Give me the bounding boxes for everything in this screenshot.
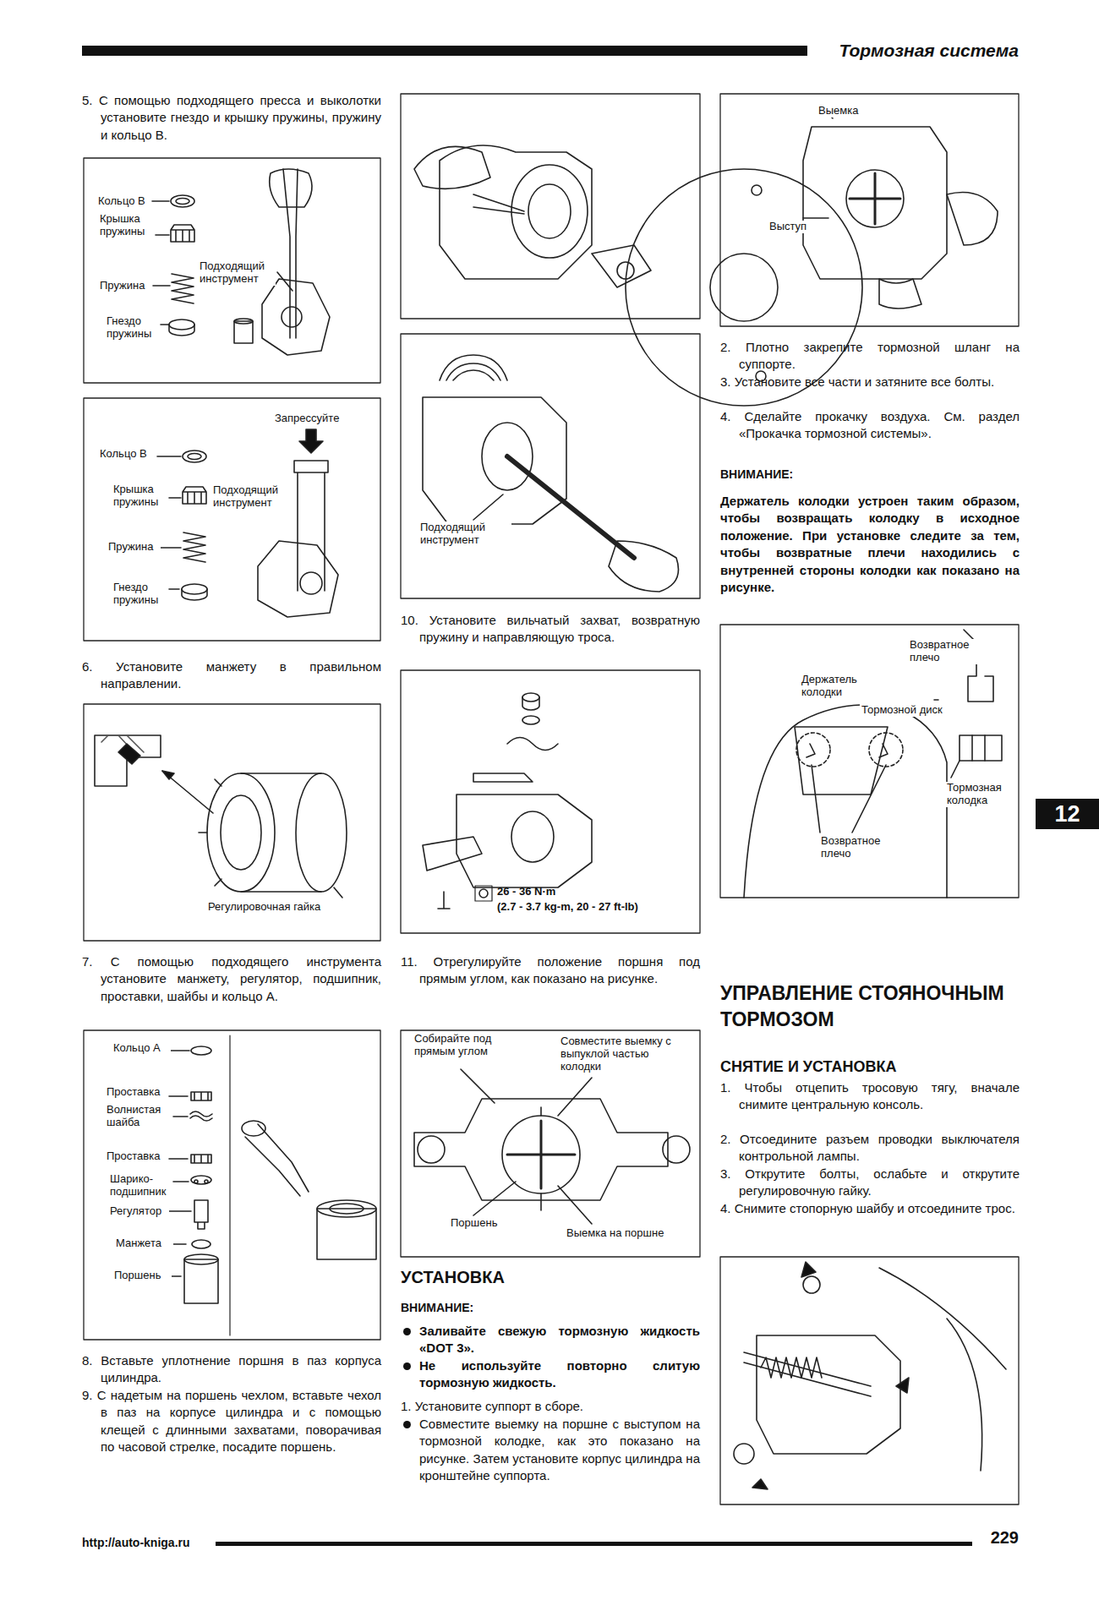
step-text: 2. Плотно закрепите тормозной шланг на с… bbox=[720, 338, 1020, 374]
part-label: Проставка bbox=[104, 1086, 169, 1099]
part-label: Проставка bbox=[104, 1150, 169, 1164]
warning-text: Держатель колодки устроен таким образом,… bbox=[720, 492, 1020, 596]
part-label: Волнистая шайба bbox=[104, 1104, 166, 1130]
part-label: Тормозная колодка bbox=[945, 781, 1017, 808]
section-tab: 12 bbox=[1035, 798, 1099, 830]
step-text: 4. Снимите стопорную шайбу и отсоедините… bbox=[720, 1200, 1020, 1218]
step-text: 1. Установите суппорт в сборе. bbox=[400, 1398, 700, 1416]
part-label: Регулировочная гайка bbox=[206, 901, 350, 914]
step-text: 7. С помощью подходящего инструмента уст… bbox=[82, 953, 382, 1006]
bullet-item: Заливайте свежую тормозную жидкость «DOT… bbox=[400, 1323, 700, 1358]
part-label: Крышка пружины bbox=[98, 213, 153, 239]
part-label: Подходящий инструмент bbox=[197, 260, 276, 286]
part-label: Кольцо A bbox=[111, 1042, 171, 1056]
step-text: 9. С надетым на поршень чехлом, вставьте… bbox=[82, 1387, 382, 1457]
part-label: Выемка на поршне bbox=[564, 1227, 692, 1241]
part-label: Тормозной диск bbox=[859, 704, 970, 717]
part-label: Собирайте под прямым углом bbox=[412, 1033, 514, 1059]
bullet-dot bbox=[403, 1328, 411, 1336]
part-label: Возвратное плечо bbox=[819, 835, 896, 861]
bullet-dot bbox=[403, 1362, 411, 1371]
site-url: http://auto-kniga.ru bbox=[82, 1535, 285, 1552]
torque-value: 26 - 36 N·m bbox=[497, 884, 599, 900]
part-label: Возвратное плечо bbox=[907, 639, 985, 665]
part-label: Совместите выемку с выпуклой частью коло… bbox=[558, 1035, 695, 1074]
part-label: Манжета bbox=[114, 1237, 174, 1251]
bullet-item: Совместите выемку на поршне с выступом н… bbox=[400, 1416, 700, 1486]
step-text: 3. Установите все части и затяните все б… bbox=[720, 373, 1020, 391]
step-text: 2. Отсоедините разъем проводки выключате… bbox=[720, 1131, 1020, 1166]
part-label: Подходящий инструмент bbox=[418, 521, 512, 547]
step-text: 10. Установите вильчатый захват, возврат… bbox=[400, 612, 700, 647]
part-label: Поршень bbox=[448, 1217, 517, 1231]
heading: УПРАВЛЕНИЕ СТОЯНОЧНЫМ ТОРМОЗОМ bbox=[720, 980, 1020, 1034]
part-label: Запрессуйте bbox=[273, 412, 358, 426]
bullet-item: Не используйте повторно слитую тормозную… bbox=[400, 1357, 700, 1393]
step-text: 4. Сделайте прокачку воздуха. См. раздел… bbox=[720, 408, 1020, 443]
part-label: Держатель колодки bbox=[799, 673, 876, 700]
part-label: Шарико-подшипник bbox=[108, 1173, 172, 1199]
part-label: Пружина bbox=[106, 541, 161, 554]
part-label: Кольцо B bbox=[96, 195, 149, 208]
warning-heading: ВНИМАНИЕ: bbox=[400, 1300, 655, 1317]
part-label: Выемка bbox=[816, 104, 876, 118]
step-text: 8. Вставьте уплотнение поршня в паз корп… bbox=[82, 1352, 382, 1388]
step-text: 5. С помощью подходящего пресса и выколо… bbox=[82, 92, 382, 144]
step-text: 3. Открутите болты, ослабьте и открутите… bbox=[720, 1165, 1020, 1201]
section-number: 12 bbox=[1054, 801, 1080, 828]
part-label: Кольцо B bbox=[98, 448, 153, 461]
part-label: Выступ bbox=[767, 220, 827, 234]
part-label: Регулятор bbox=[108, 1205, 170, 1219]
step-text: 11. Отрегулируйте положение поршня под п… bbox=[400, 953, 700, 989]
step-text: 6. Установите манжету в правильном напра… bbox=[82, 658, 382, 694]
page-title: Тормозная система bbox=[794, 38, 1019, 64]
torque-value: (2.7 - 3.7 kg-m, 20 - 27 ft-lb) bbox=[497, 899, 696, 915]
page-number: 229 bbox=[972, 1526, 1019, 1550]
part-label: Гнездо пружины bbox=[111, 581, 166, 607]
heading: СНЯТИЕ И УСТАНОВКА bbox=[720, 1056, 1020, 1078]
warning-heading: ВНИМАНИЕ: bbox=[720, 466, 974, 483]
part-label: Поршень bbox=[112, 1269, 172, 1283]
part-label: Гнездо пружины bbox=[104, 315, 159, 341]
part-label: Пружина bbox=[98, 279, 151, 293]
bullet-dot bbox=[403, 1421, 411, 1429]
heading: УСТАНОВКА bbox=[400, 1266, 655, 1290]
part-label: Подходящий инструмент bbox=[211, 484, 283, 510]
step-text: 1. Чтобы отцепить тросовую тягу, вначале… bbox=[720, 1079, 1020, 1115]
part-label: Крышка пружины bbox=[111, 483, 166, 509]
